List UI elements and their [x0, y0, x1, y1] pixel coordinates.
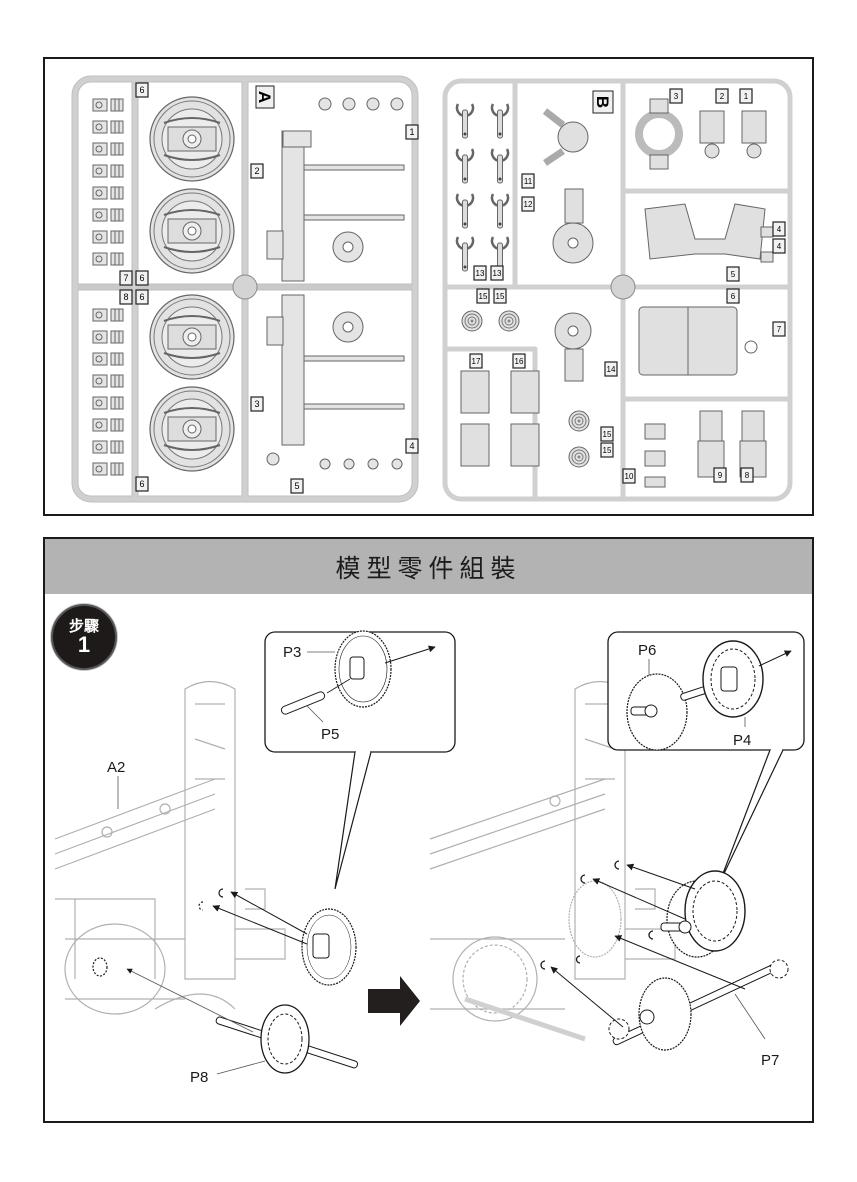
- part-tag: 1: [744, 92, 749, 101]
- part-tag: 4: [777, 225, 782, 234]
- part-tag: 15: [496, 292, 505, 301]
- part-tag: 5: [294, 481, 299, 491]
- part-tag: 13: [476, 269, 485, 278]
- step-word: 步驟: [68, 617, 99, 635]
- gear-p6-p4-assembly: [592, 863, 746, 958]
- frame-a2-left: [54, 680, 286, 1015]
- sprue-a-letter: A: [255, 91, 274, 103]
- sprue-b-letter-tag: B: [592, 90, 614, 114]
- part-tag: 13: [493, 269, 502, 278]
- part-tag: 6: [139, 273, 144, 283]
- part-tag: 6: [139, 292, 144, 302]
- assembly-illustration: P3 P5 A2 P8: [54, 630, 805, 1086]
- label-p6: P6: [638, 642, 656, 659]
- label-p5: P5: [321, 726, 339, 743]
- gear-p3-assembly: [212, 891, 357, 986]
- part-tag: 15: [479, 292, 488, 301]
- part-tag: 4: [409, 441, 414, 451]
- shaft-holes-left: [92, 888, 224, 977]
- sprue-parts-panel: A 1 2 3 4 5 6 6 6 6 7 8: [43, 57, 814, 516]
- step-badge: 步驟 1: [51, 604, 117, 670]
- label-p7: P7: [761, 1052, 779, 1069]
- sprue-b-parts: [460, 98, 774, 488]
- label-p4: P4: [733, 732, 751, 749]
- sprue-b-wrenches: [455, 102, 510, 273]
- shaft-gear-p7: [550, 935, 789, 1051]
- part-tag: 15: [603, 430, 612, 439]
- part-tag: 1: [409, 127, 414, 137]
- shaft-holes-right: [540, 860, 654, 970]
- part-tag: 7: [123, 273, 128, 283]
- part-tag: 6: [731, 292, 736, 301]
- part-tag: 15: [603, 446, 612, 455]
- sprue-b-part-tags: 1 2 3 4 4 5 6 7 8 9 10 11 12 13 13 14 15…: [469, 88, 786, 484]
- sprue-a-letter-tag: A: [255, 85, 275, 109]
- part-tag: 6: [139, 479, 144, 489]
- section-title: 模型零件組裝: [335, 553, 522, 583]
- label-a2: A2: [107, 759, 125, 776]
- gear-p6-p4-detail: [626, 640, 792, 751]
- part-tag: 2: [254, 166, 259, 176]
- part-tag: 3: [674, 92, 679, 101]
- sprue-b-letter: B: [593, 96, 612, 108]
- shaft-gear-p8: [126, 968, 359, 1075]
- part-tag: 11: [524, 177, 533, 186]
- label-p3: P3: [283, 644, 301, 661]
- section-header: 模型零件組裝: [45, 539, 812, 594]
- sprue-a-frame-parts: [266, 97, 405, 470]
- part-tag: 3: [254, 399, 259, 409]
- part-tag: 8: [745, 471, 750, 480]
- sprue-a: [71, 75, 419, 503]
- part-tag: 17: [472, 357, 481, 366]
- part-tag: 14: [607, 365, 616, 374]
- part-tag: 7: [777, 325, 782, 334]
- part-tag: 16: [515, 357, 524, 366]
- label-p8: P8: [190, 1069, 208, 1086]
- part-tag: 4: [777, 242, 782, 251]
- part-tag: 2: [720, 92, 725, 101]
- part-tag: 10: [625, 472, 634, 481]
- sprue-diagrams: A 1 2 3 4 5 6 6 6 6 7 8: [71, 75, 793, 503]
- part-tag: 5: [731, 270, 736, 279]
- part-tag: 12: [524, 200, 533, 209]
- part-tag: 9: [718, 471, 723, 480]
- step-number: 1: [77, 632, 91, 657]
- next-step-arrow: [368, 976, 420, 1026]
- assembly-step-panel: 模型零件組裝 步驟 1: [43, 537, 814, 1123]
- part-tag: 6: [139, 85, 144, 95]
- sprue-a-part-tags: 1 2 3 4 5 6 6 6 6 7 8: [119, 82, 419, 494]
- gear-p3-detail: [280, 630, 436, 723]
- part-tag: 8: [123, 292, 128, 302]
